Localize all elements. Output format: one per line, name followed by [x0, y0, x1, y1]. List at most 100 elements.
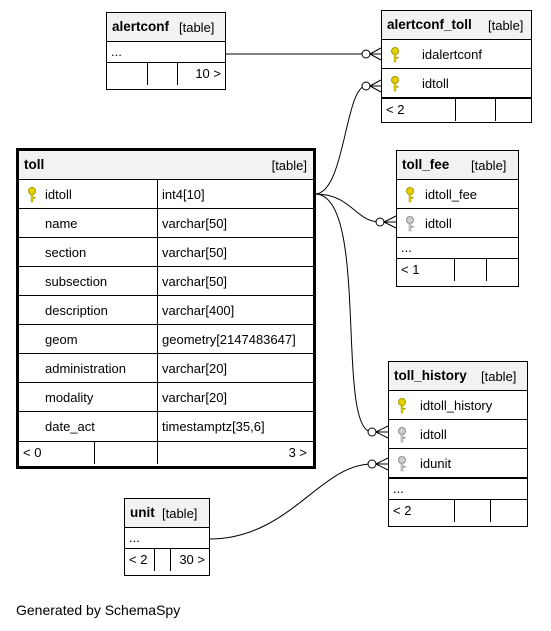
generated-by-caption: Generated by SchemaSpy — [16, 602, 181, 618]
parents-count[interactable]: < 1 — [401, 262, 420, 277]
column-name: modality — [45, 390, 94, 405]
table-header: alertconf_toll [table] — [382, 11, 531, 40]
more-columns: ... — [107, 42, 225, 63]
table-footer: < 2 — [389, 500, 527, 522]
column-type: varchar[20] — [162, 390, 228, 405]
edge-toll-to-toll-history — [314, 193, 373, 433]
column-type: varchar[20] — [162, 361, 228, 376]
children-count[interactable]: 10 > — [195, 66, 221, 81]
table-toll-history[interactable]: toll_history [table] idtoll_history idto… — [388, 361, 528, 527]
column-type: timestamptz[35,6] — [162, 419, 265, 434]
edge-toll-toll-fee-crowfoot — [383, 215, 397, 229]
table-footer: < 1 — [397, 259, 518, 281]
edge-unit-toll-history-crowfoot — [375, 457, 389, 471]
edge-toll-to-toll-fee — [314, 193, 381, 223]
edge-unit-toll-history-endpoint — [367, 459, 377, 469]
column-row: idalertconf — [382, 40, 531, 69]
column-name: idunit — [420, 456, 452, 471]
edge-toll-toll-history-crowfoot — [375, 425, 389, 439]
edge-toll-alertconf-toll-crowfoot — [369, 79, 382, 93]
table-tag: [table] — [271, 158, 307, 173]
table-tag: [table] — [481, 369, 517, 384]
column-name: subsection — [45, 274, 108, 289]
table-header: toll_history [table] — [389, 362, 527, 391]
primary-key-icon — [398, 398, 406, 414]
column-row: modality varchar[20] — [19, 383, 313, 412]
column-name: geom — [45, 332, 78, 347]
column-row: idtoll_fee — [397, 180, 518, 209]
children-count[interactable]: 30 > — [179, 552, 205, 567]
table-footer: 10 > — [107, 63, 225, 85]
table-name: alertconf_toll — [387, 17, 472, 32]
column-name: description — [45, 303, 108, 318]
table-tag: [table] — [179, 20, 215, 35]
column-row: date_act timestamptz[35,6] — [19, 412, 313, 441]
column-name: date_act — [45, 419, 95, 434]
primary-key-icon — [28, 187, 36, 203]
column-type: varchar[50] — [162, 245, 228, 260]
table-alertconf[interactable]: alertconf [table] ... 10 > — [106, 12, 226, 90]
table-footer: < 0 3 > — [19, 441, 313, 464]
column-name: idtoll — [425, 216, 452, 231]
table-name: toll_history — [394, 368, 467, 383]
column-row: idtoll — [397, 209, 518, 238]
column-name: administration — [45, 361, 126, 376]
table-header: toll [table] — [19, 151, 313, 180]
children-count[interactable]: 3 > — [288, 445, 307, 460]
table-name: unit — [130, 505, 155, 520]
column-row: subsection varchar[50] — [19, 267, 313, 296]
column-name: idtoll_history — [420, 398, 493, 413]
table-toll-fee[interactable]: toll_fee [table] idtoll_fee idtoll ... <… — [396, 150, 519, 287]
table-footer: < 2 — [382, 98, 531, 121]
edge-toll-to-alertconf-toll — [314, 85, 367, 195]
parents-count[interactable]: < 2 — [393, 503, 412, 518]
column-name: idtoll_fee — [425, 187, 478, 202]
table-tag: [table] — [162, 506, 198, 521]
table-alertconf-toll[interactable]: alertconf_toll [table] idalertconf idtol… — [381, 10, 532, 123]
parents-count[interactable]: < 0 — [23, 445, 42, 460]
primary-key-icon — [406, 187, 414, 203]
column-row: geom geometry[2147483647] — [19, 325, 313, 354]
table-name: alertconf — [112, 19, 170, 34]
column-type: varchar[50] — [162, 216, 228, 231]
table-name: toll_fee — [402, 157, 450, 172]
edge-unit-to-toll-history — [208, 463, 373, 540]
column-type: geometry[2147483647] — [162, 332, 296, 347]
foreign-key-icon — [398, 427, 406, 443]
column-row: idtoll — [382, 69, 531, 98]
column-row: name varchar[50] — [19, 209, 313, 238]
primary-key-icon — [391, 47, 399, 63]
foreign-key-icon — [398, 456, 406, 472]
column-row: description varchar[400] — [19, 296, 313, 325]
edge-alertconf-endpoint — [361, 49, 371, 59]
edge-toll-toll-fee-endpoint — [375, 217, 385, 227]
table-unit[interactable]: unit [table] ... < 2 30 > — [124, 498, 210, 576]
more-columns: ... — [125, 528, 209, 549]
column-row: idtoll_history — [389, 391, 527, 420]
parents-count[interactable]: < 2 — [129, 552, 148, 567]
primary-key-icon — [391, 76, 399, 92]
table-header: alertconf [table] — [107, 13, 225, 42]
table-tag: [table] — [488, 18, 524, 33]
column-row: administration varchar[20] — [19, 354, 313, 383]
column-row: idunit — [389, 449, 527, 478]
table-tag: [table] — [471, 158, 507, 173]
column-name: idalertconf — [422, 47, 482, 62]
table-name: toll — [24, 157, 45, 172]
edge-toll-toll-history-endpoint — [367, 427, 377, 437]
table-footer: < 2 30 > — [125, 549, 209, 571]
edge-toll-alertconf-toll-endpoint — [361, 81, 371, 91]
column-row: idtoll — [389, 420, 527, 449]
more-columns: ... — [389, 478, 527, 500]
column-name: idtoll — [420, 427, 447, 442]
parents-count[interactable]: < 2 — [386, 102, 405, 117]
column-type: varchar[50] — [162, 274, 228, 289]
column-name: name — [45, 216, 78, 231]
column-type: varchar[400] — [162, 303, 235, 318]
column-type: int4[10] — [162, 187, 205, 202]
table-header: toll_fee [table] — [397, 151, 518, 180]
